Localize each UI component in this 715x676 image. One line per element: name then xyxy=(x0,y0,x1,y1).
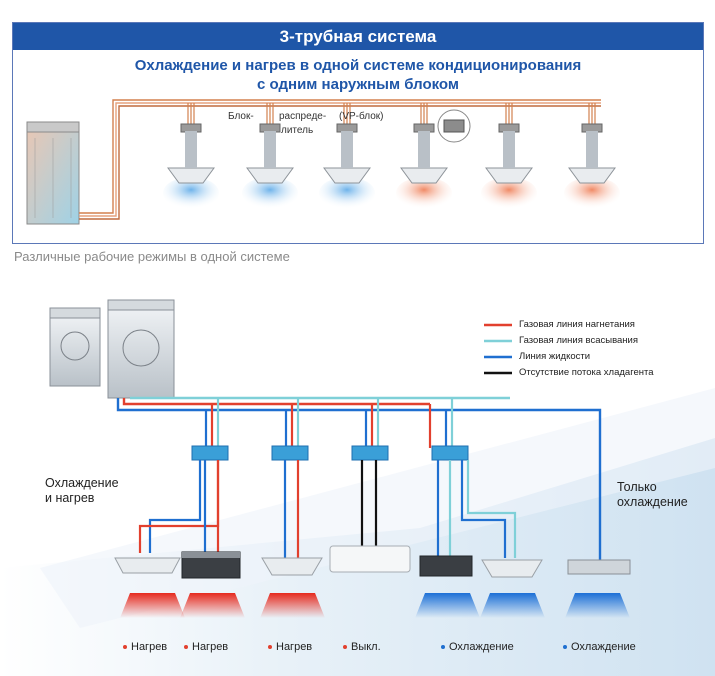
outdoor-units-bottom xyxy=(49,299,175,399)
indoor-units xyxy=(114,545,631,579)
panel-title: 3-трубная система xyxy=(13,23,703,50)
mode-label-2: Нагрев xyxy=(184,641,228,653)
legend-swatches xyxy=(484,323,512,375)
label-cool-only: Только охлаждение xyxy=(617,480,688,509)
label-itel: литель xyxy=(281,125,314,136)
mode-label-3: Нагрев xyxy=(268,641,312,653)
panel-subtitle-line2: с одним наружным блоком xyxy=(257,76,459,93)
label-vp-block: (VP-блок) xyxy=(339,111,384,122)
legend-no-flow: Отсутствие потока хладагента xyxy=(519,367,654,378)
legend-liquid-line: Линия жидкости xyxy=(519,351,591,362)
mode-label-6: Охлаждение xyxy=(563,641,636,653)
panel-subtitle-line1: Охлаждение и нагрев в одной системе конд… xyxy=(134,57,582,74)
mode-label-5: Охлаждение xyxy=(441,641,514,653)
three-pipe-panel: 3-трубная система Охлаждение и нагрев в … xyxy=(12,22,704,244)
mode-label-1: Нагрев xyxy=(123,641,167,653)
legend-discharge-gas: Газовая линия нагнетания xyxy=(519,319,635,330)
section-caption: Различные рабочие режимы в одной системе xyxy=(14,249,290,264)
label-distributor: распреде- xyxy=(279,111,327,122)
top-diagram xyxy=(26,99,620,225)
label-cool-heat: Охлаждение и нагрев xyxy=(45,476,119,505)
mode-label-4: Выкл. xyxy=(343,641,381,653)
outdoor-unit-top xyxy=(26,121,80,225)
label-block: Блок- xyxy=(228,111,254,122)
bottom-diagram xyxy=(0,299,715,676)
legend-suction-gas: Газовая линия всасывания xyxy=(519,335,638,346)
